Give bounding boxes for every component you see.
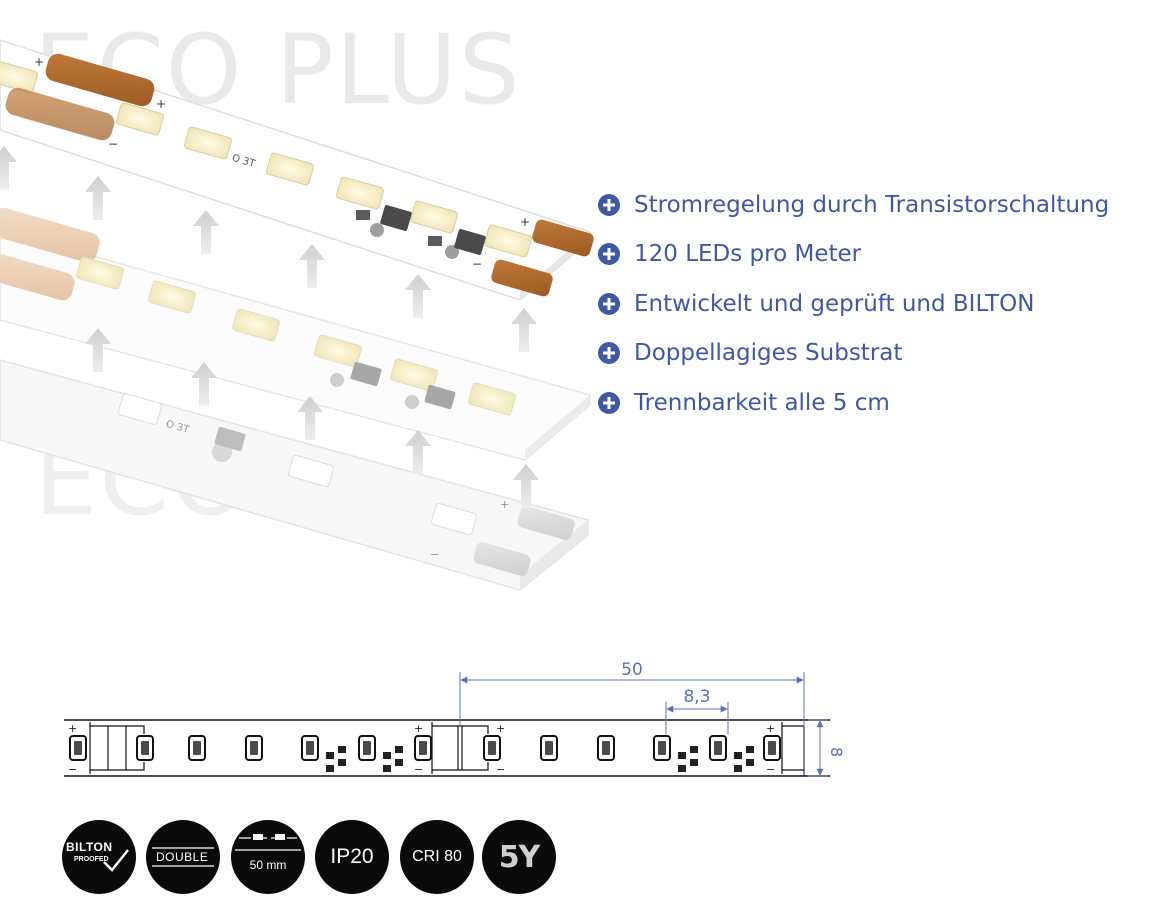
cut-segment-icon — [235, 834, 301, 851]
feature-item: Doppellagiges Substrat — [598, 329, 1109, 379]
dimension-width — [808, 719, 828, 777]
strip-plus-mark: + — [34, 55, 44, 69]
cut-length-label: 50 mm — [249, 858, 287, 872]
top-layer-components — [0, 53, 594, 297]
cri-label: CRI 80 — [412, 848, 462, 865]
double-layer-icon — [152, 847, 214, 867]
plus-circle-icon — [598, 342, 620, 365]
feature-text: Stromregelung durch Transistorschaltung — [634, 191, 1110, 218]
middle-layer-pads — [0, 207, 516, 416]
strip-minus-mark: − — [472, 257, 482, 271]
cri-badge: CRI 80 — [400, 820, 474, 894]
checkmark-icon — [103, 849, 129, 872]
ip-rating-badge: IP20 — [315, 820, 389, 894]
dimension-8-3 — [665, 702, 729, 734]
double-layer-badge: DOUBLE — [146, 820, 220, 894]
diagram-plus-mark: + — [496, 722, 505, 735]
dimension-label-8-3: 8,3 — [683, 687, 710, 707]
plus-circle-icon — [598, 292, 620, 315]
plus-circle-icon — [598, 193, 620, 216]
double-badge-label: DOUBLE — [156, 850, 209, 864]
feature-item: Stromregelung durch Transistorschaltung — [598, 180, 1109, 230]
strip-minus-mark: − — [430, 548, 439, 561]
diagram-plus-mark: + — [68, 722, 77, 735]
strip-plus-mark: + — [156, 97, 166, 111]
warranty-badge: 5Y — [482, 820, 556, 894]
bilton-badge-title: BILTON — [66, 840, 113, 854]
diagram-minus-mark: − — [68, 763, 77, 776]
exploded-strip-svg: + + + − − O 3T O 3T + − — [0, 39, 594, 591]
dimension-label-width: 8 — [827, 747, 846, 757]
feature-list: Stromregelung durch Transistorschaltung … — [598, 180, 1109, 428]
plus-circle-icon — [598, 243, 620, 266]
cut-length-badge: 50 mm — [231, 820, 305, 894]
feature-text: Entwickelt und geprüft und BILTON — [634, 290, 1035, 317]
dimension-label-50: 50 — [621, 660, 643, 680]
solder-pads — [89, 722, 804, 774]
feature-item: Trennbarkeit alle 5 cm — [598, 378, 1109, 428]
bilton-proofed-badge: BILTON PROOFED — [62, 820, 136, 894]
diagram-minus-mark: − — [766, 763, 775, 776]
diagram-plus-mark: + — [766, 722, 775, 735]
diagram-minus-mark: − — [414, 763, 423, 776]
strip-plus-mark: + — [500, 498, 509, 511]
strip-plus-mark: + — [520, 215, 530, 229]
diagram-leds — [69, 735, 781, 761]
bilton-badge-subtitle: PROOFED — [74, 856, 109, 863]
ip-rating-label: IP20 — [330, 845, 374, 868]
strip-minus-mark: − — [108, 137, 118, 151]
feature-item: 120 LEDs pro Meter — [598, 230, 1109, 280]
feature-text: 120 LEDs pro Meter — [634, 241, 862, 268]
dimension-50 — [459, 672, 805, 726]
bottom-layer-leds — [117, 393, 575, 576]
diagram-plus-mark: + — [414, 722, 423, 735]
dimension-svg: + − + − + − + − 50 8,3 8 — [64, 660, 846, 777]
diagram-minus-mark: − — [496, 763, 505, 776]
hero-illustration: ECO PLUS ECO — [0, 0, 620, 610]
strip-dimension-diagram: + − + − + − + − 50 8,3 8 — [60, 650, 850, 785]
feature-text: Doppellagiges Substrat — [634, 340, 903, 367]
feature-item: Entwickelt und geprüft und BILTON — [598, 279, 1109, 329]
plus-circle-icon — [598, 391, 620, 414]
warranty-label: 5Y — [498, 839, 541, 875]
feature-text: Trennbarkeit alle 5 cm — [634, 389, 890, 416]
